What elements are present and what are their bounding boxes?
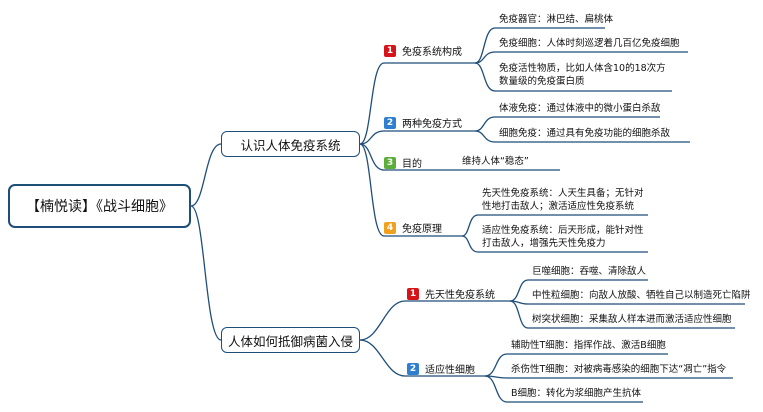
number-badge-2: 2 <box>384 116 396 129</box>
number-badge-2: 2 <box>407 362 419 375</box>
leaf-innate-immune-system[interactable]: 先天性免疫系统：人天生具备；无针对 性地打击敌人；激活适应性免疫系统 <box>482 188 644 212</box>
number-badge-4: 4 <box>384 221 396 234</box>
subtopic-innate-system[interactable]: 1 先天性免疫系统 <box>407 286 495 301</box>
subtopic-immune-principle[interactable]: 4 免疫原理 <box>384 220 442 235</box>
main-topic-defense-against-germs[interactable]: 人体如何抵御病菌入侵 <box>221 327 360 353</box>
subtopic-adaptive-cells[interactable]: 2 适应性细胞 <box>407 361 475 376</box>
number-badge-3: 3 <box>384 156 396 169</box>
leaf-helper-t-cell[interactable]: 辅助性T细胞：指挥作战、激活B细胞 <box>511 340 666 351</box>
leaf-immune-active-substances[interactable]: 免疫活性物质，比如人体含10的18次方 数量级的免疫蛋白质 <box>499 63 666 87</box>
number-badge-1: 1 <box>407 287 419 300</box>
main-topic-immune-system[interactable]: 认识人体免疫系统 <box>221 131 360 157</box>
leaf-adaptive-immune-system[interactable]: 适应性免疫系统：后天形成，能针对性 打击敌人，增强先天性免疫力 <box>482 225 644 249</box>
leaf-immune-organs[interactable]: 免疫器官：淋巴结、扁桃体 <box>499 14 614 25</box>
root-topic[interactable]: 【楠悦读】《战斗细胞》 <box>8 184 191 228</box>
subtopic-immune-composition[interactable]: 1 免疫系统构成 <box>384 43 462 58</box>
subtopic-label: 目的 <box>402 159 422 170</box>
subtopic-label: 适应性细胞 <box>425 365 475 376</box>
leaf-immune-cells[interactable]: 免疫细胞：人体时刻巡逻着几百亿免疫细胞 <box>499 38 680 49</box>
leaf-neutrophil[interactable]: 中性粒细胞：向敌人放酸、牺牲自己以制造死亡陷阱 <box>532 290 751 301</box>
leaf-maintain-homeostasis[interactable]: 维持人体“稳态” <box>462 156 529 167</box>
leaf-killer-t-cell[interactable]: 杀伤性T细胞：对被病毒感染的细胞下达“凋亡”指令 <box>511 364 727 375</box>
subtopic-label: 两种免疫方式 <box>402 119 462 130</box>
subtopic-label: 免疫原理 <box>402 224 442 235</box>
subtopic-purpose[interactable]: 3 目的 <box>384 155 422 170</box>
leaf-humoral-immunity[interactable]: 体液免疫：通过体液中的微小蛋白杀敌 <box>499 103 661 114</box>
leaf-macrophage[interactable]: 巨噬细胞：吞噬、清除敌人 <box>532 266 647 277</box>
leaf-dendritic-cell[interactable]: 树突状细胞：采集敌人样本进而激活适应性细胞 <box>532 314 732 325</box>
subtopic-label: 免疫系统构成 <box>402 47 462 58</box>
subtopic-two-immune-modes[interactable]: 2 两种免疫方式 <box>384 115 462 130</box>
leaf-cellular-immunity[interactable]: 细胞免疫：通过具有免疫功能的细胞杀敌 <box>499 128 671 139</box>
leaf-b-cell[interactable]: B细胞：转化为浆细胞产生抗体 <box>511 388 642 399</box>
number-badge-1: 1 <box>384 44 396 57</box>
subtopic-label: 先天性免疫系统 <box>425 290 495 301</box>
